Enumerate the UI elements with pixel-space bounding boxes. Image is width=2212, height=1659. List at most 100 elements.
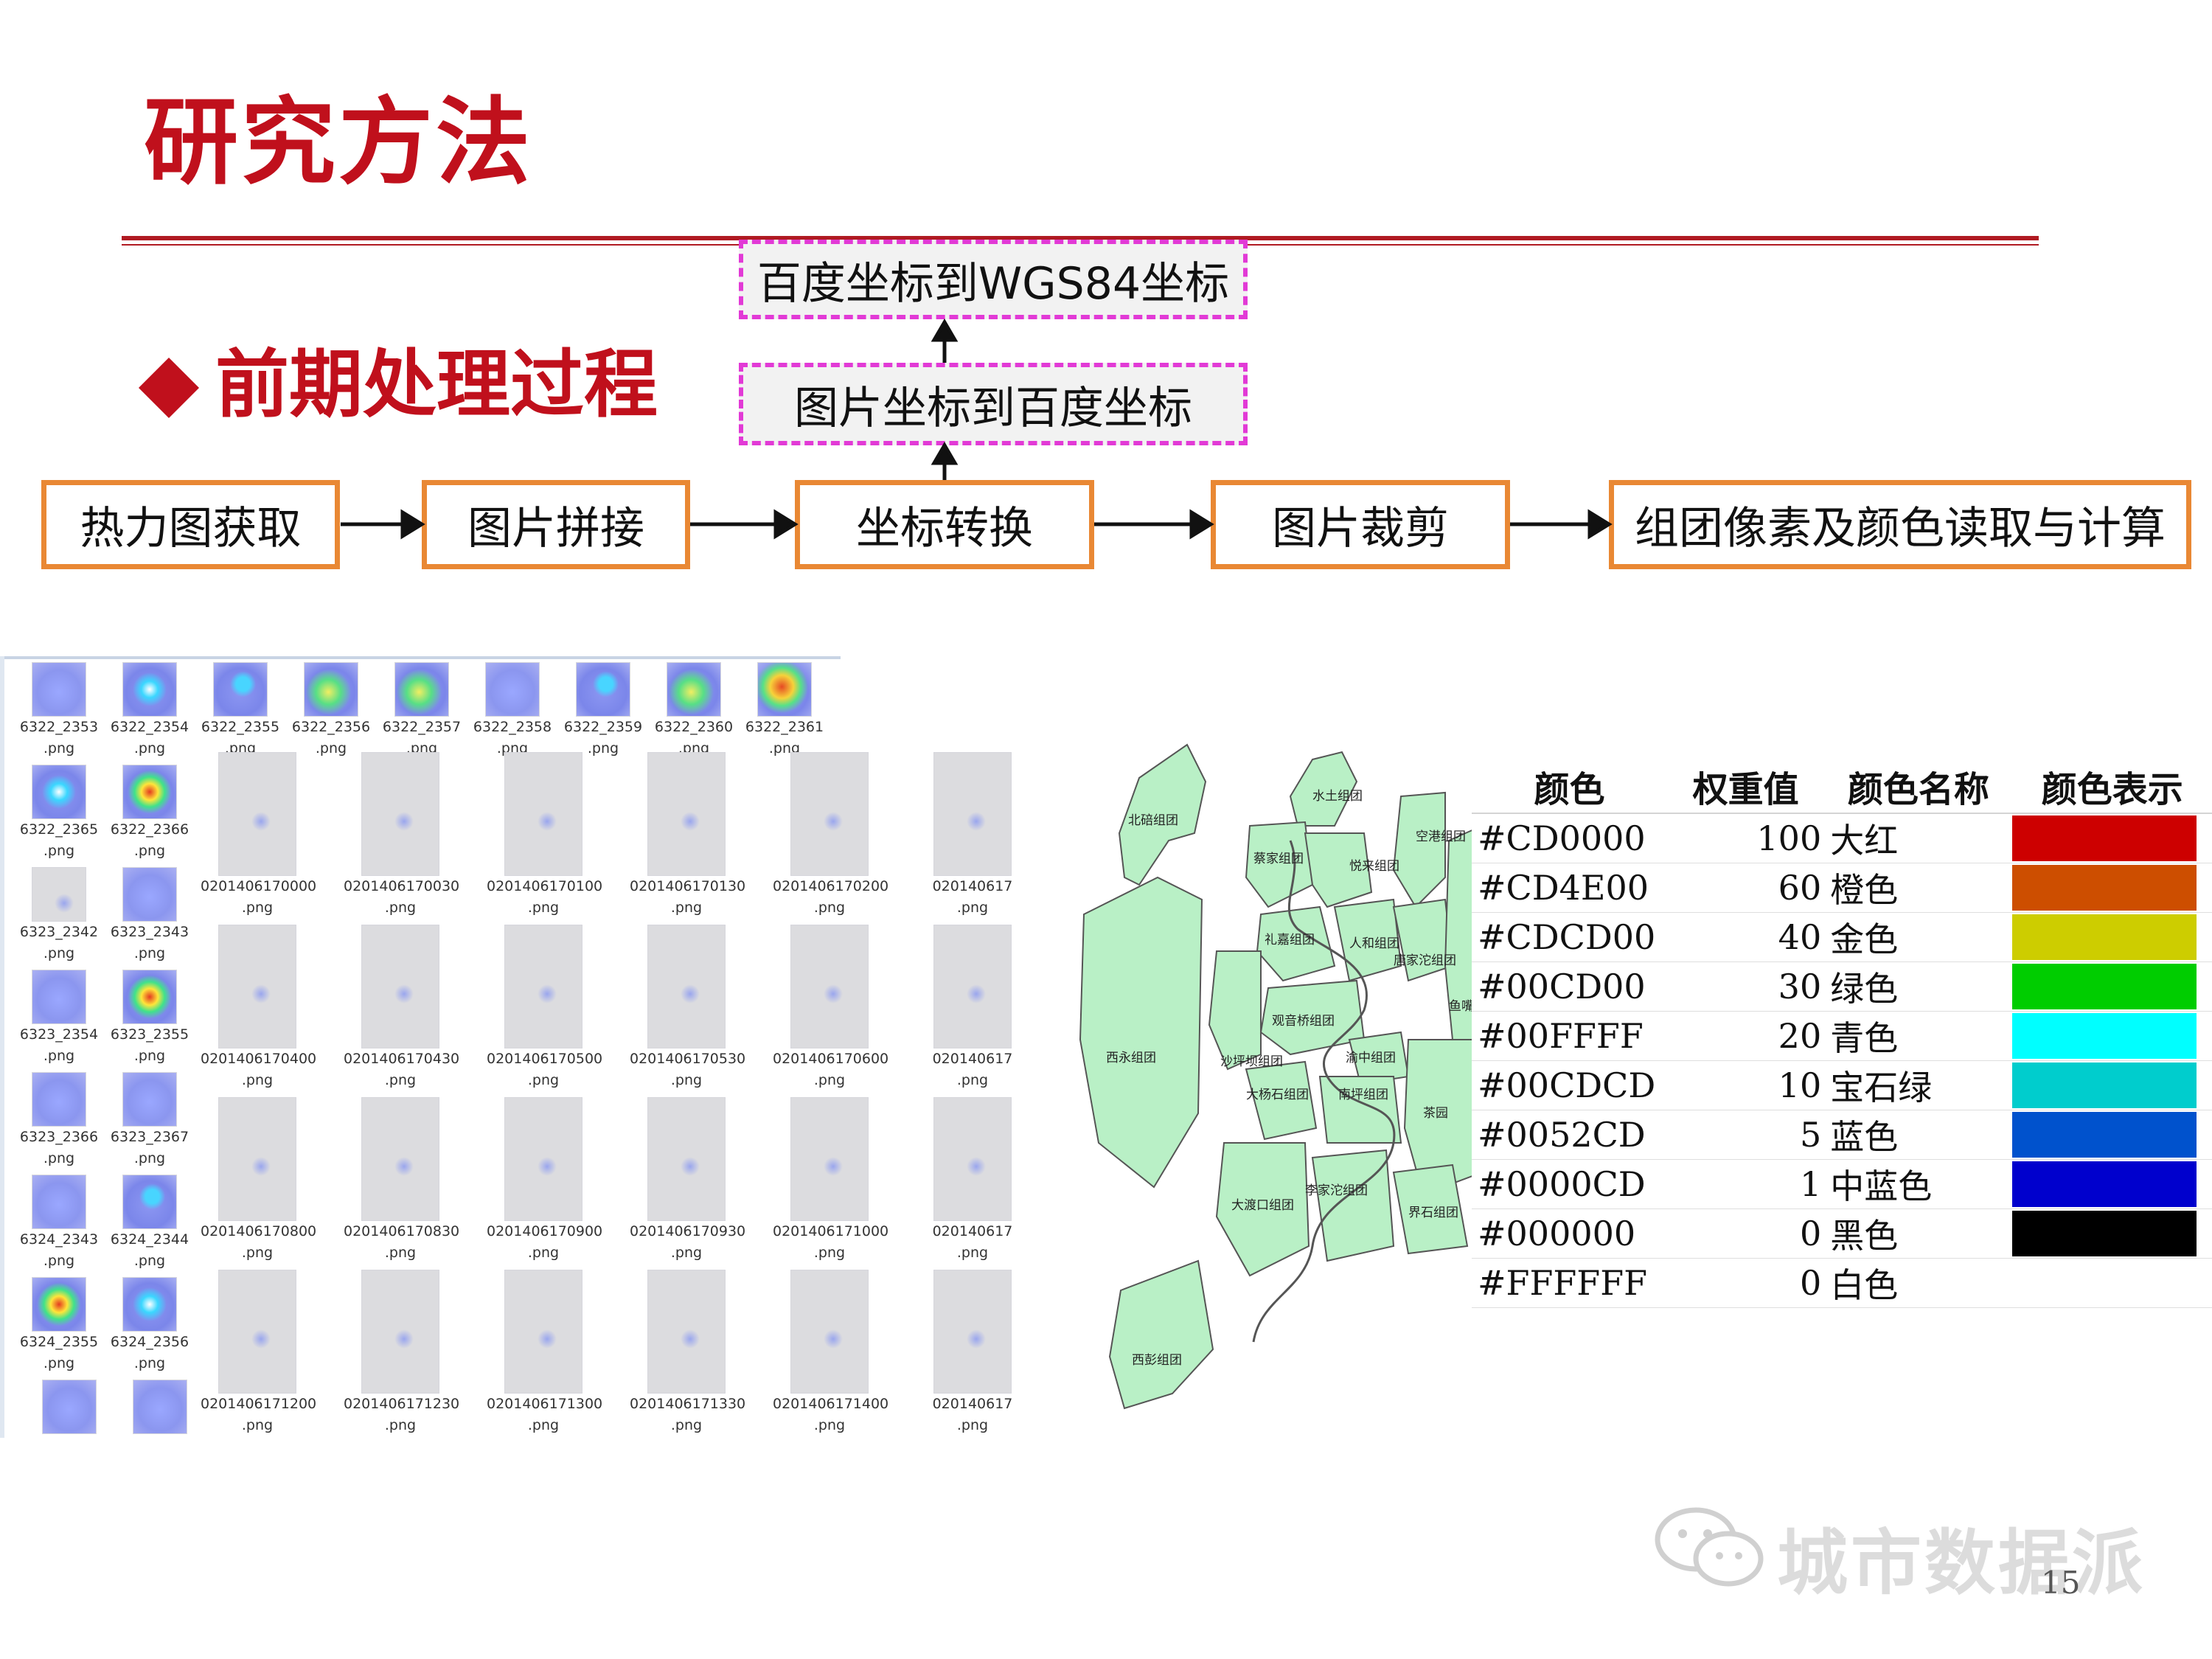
file-item[interactable]: 6322_2357.png bbox=[377, 662, 467, 759]
file-thumbnail bbox=[933, 1097, 1012, 1221]
file-item[interactable]: 020140617.png bbox=[916, 1097, 1029, 1264]
color-swatch-cell bbox=[2012, 1011, 2212, 1061]
file-item[interactable]: 0201406171300.png bbox=[487, 1270, 602, 1436]
color-swatch bbox=[2012, 964, 2197, 1009]
file-item[interactable]: 6322_2358.png bbox=[467, 662, 557, 759]
file-extension: .png bbox=[241, 1417, 274, 1433]
file-item[interactable]: 0201406170500.png bbox=[487, 925, 602, 1091]
file-name: 020140617 bbox=[932, 1051, 1013, 1067]
map-region-label: 大渡口组团 bbox=[1231, 1198, 1294, 1213]
file-item[interactable]: 0201406170900 .png bbox=[487, 1097, 603, 1264]
file-extension: .png bbox=[527, 1245, 560, 1261]
file-item-partial[interactable] bbox=[133, 1380, 187, 1434]
explorer-border bbox=[0, 656, 841, 659]
file-item[interactable]: 6322_2360.png bbox=[649, 662, 739, 759]
arrow-right-icon bbox=[1094, 509, 1214, 540]
file-name: 0201406170900 bbox=[487, 1223, 603, 1239]
file-item[interactable]: 0201406171200.png bbox=[201, 1270, 316, 1436]
file-extension: .png bbox=[670, 900, 703, 916]
section-subtitle: 前期处理过程 bbox=[215, 341, 658, 428]
file-item[interactable]: 6324_2343.png bbox=[14, 1175, 104, 1272]
file-thumbnail bbox=[133, 1380, 187, 1434]
file-name: 0201406170430 bbox=[344, 1051, 460, 1067]
file-name: 6322_2359 bbox=[563, 719, 643, 735]
color-name: 黑色 bbox=[1824, 1208, 2013, 1259]
file-thumbnail bbox=[933, 925, 1012, 1048]
file-item[interactable]: 0201406170600.png bbox=[773, 925, 888, 1091]
map-region-yuelai bbox=[1304, 832, 1373, 908]
map-region-label: 鱼嘴 bbox=[1449, 999, 1474, 1014]
file-item-partial[interactable] bbox=[42, 1380, 97, 1434]
file-item[interactable]: 0201406170930.png bbox=[630, 1097, 745, 1264]
file-item[interactable]: 6322_2353.png bbox=[14, 662, 104, 759]
map-region-label: 渝中组团 bbox=[1346, 1051, 1396, 1065]
file-item[interactable]: 6323_2367.png bbox=[105, 1072, 195, 1169]
file-thumbnail bbox=[394, 662, 449, 717]
file-extension: .png bbox=[43, 1048, 75, 1064]
file-item[interactable]: 0201406170130.png bbox=[630, 752, 745, 919]
file-item[interactable]: 0201406171400.png bbox=[773, 1270, 888, 1436]
file-thumbnail bbox=[504, 1097, 582, 1221]
file-name: 6322_2358 bbox=[473, 719, 552, 735]
file-item[interactable]: 6322_2366.png bbox=[105, 765, 195, 862]
file-item[interactable]: 6322_2361.png bbox=[740, 662, 830, 759]
file-item[interactable]: 0201406170800.png bbox=[201, 1097, 316, 1264]
map-region-label: 南坪组团 bbox=[1338, 1088, 1388, 1102]
file-item[interactable]: 6322_2356.png bbox=[286, 662, 376, 759]
file-item[interactable]: 0201406170030.png bbox=[344, 752, 459, 919]
map-region-label: 界石组团 bbox=[1408, 1206, 1458, 1220]
file-thumbnail bbox=[122, 765, 177, 819]
file-item[interactable]: 0201406170000.png bbox=[201, 752, 316, 919]
color-swatch-cell bbox=[2012, 1208, 2212, 1259]
file-item[interactable]: 0201406171330.png bbox=[630, 1270, 745, 1436]
file-item[interactable]: 020140617.png bbox=[916, 1270, 1029, 1436]
file-item[interactable]: 0201406170100.png bbox=[487, 752, 602, 919]
file-extension: .png bbox=[527, 1417, 560, 1433]
file-item[interactable]: 0201406171000.png bbox=[773, 1097, 889, 1264]
file-item[interactable]: 6323_2366.png bbox=[14, 1072, 104, 1169]
file-item[interactable]: 6323_2343.png bbox=[105, 867, 195, 964]
file-thumbnail bbox=[122, 970, 177, 1024]
file-item[interactable]: 0201406170430.png bbox=[344, 925, 460, 1091]
file-item[interactable]: 6322_2355.png bbox=[195, 662, 285, 759]
file-item[interactable]: 020140617.png bbox=[916, 752, 1029, 919]
file-item[interactable]: 6323_2354.png bbox=[14, 970, 104, 1067]
file-thumbnail bbox=[122, 662, 177, 717]
color-code: #00CDCD bbox=[1472, 1060, 1668, 1110]
file-item[interactable]: 6322_2365.png bbox=[14, 765, 104, 862]
color-name: 大红 bbox=[1824, 813, 2013, 863]
file-item[interactable]: 0201406171230.png bbox=[344, 1270, 459, 1436]
file-extension: .png bbox=[43, 843, 75, 859]
file-item[interactable]: 6322_2354.png bbox=[105, 662, 195, 759]
file-item[interactable]: 0201406170200.png bbox=[773, 752, 888, 919]
file-item[interactable]: 6323_2342.png bbox=[14, 867, 104, 964]
color-swatch-cell bbox=[2012, 1159, 2212, 1209]
file-extension: .png bbox=[527, 1072, 560, 1088]
file-thumbnail bbox=[122, 1277, 177, 1332]
wechat-logo-icon bbox=[1655, 1507, 1764, 1587]
map-region-guanyinqiao bbox=[1259, 979, 1366, 1056]
color-name: 蓝色 bbox=[1824, 1110, 2013, 1160]
substep-baidu-to-wgs84: 百度坐标到WGS84坐标 bbox=[739, 240, 1248, 319]
file-item[interactable]: 6324_2356.png bbox=[105, 1277, 195, 1374]
file-extension: .png bbox=[241, 1245, 274, 1261]
file-thumbnail bbox=[32, 1072, 86, 1127]
map-region-nanping bbox=[1318, 1076, 1402, 1144]
file-extension: .png bbox=[670, 1417, 703, 1433]
file-item[interactable]: 6324_2355.png bbox=[14, 1277, 104, 1374]
arrow-up-icon bbox=[931, 442, 959, 480]
file-item[interactable]: 6324_2344.png bbox=[105, 1175, 195, 1272]
file-thumbnail bbox=[32, 970, 86, 1024]
file-name: 6322_2353 bbox=[19, 719, 99, 735]
file-item[interactable]: 6323_2355.png bbox=[105, 970, 195, 1067]
file-name: 6322_2360 bbox=[654, 719, 734, 735]
file-name: 0201406171000 bbox=[773, 1223, 889, 1239]
file-item[interactable]: 0201406170830.png bbox=[344, 1097, 459, 1264]
file-item[interactable]: 6322_2359.png bbox=[558, 662, 648, 759]
file-item[interactable]: 0201406170530.png bbox=[630, 925, 745, 1091]
file-name: 6322_2366 bbox=[110, 821, 189, 838]
arrow-right-icon bbox=[341, 509, 425, 540]
file-item[interactable]: 020140617.png bbox=[916, 925, 1029, 1091]
file-item[interactable]: 0201406170400.png bbox=[201, 925, 316, 1091]
